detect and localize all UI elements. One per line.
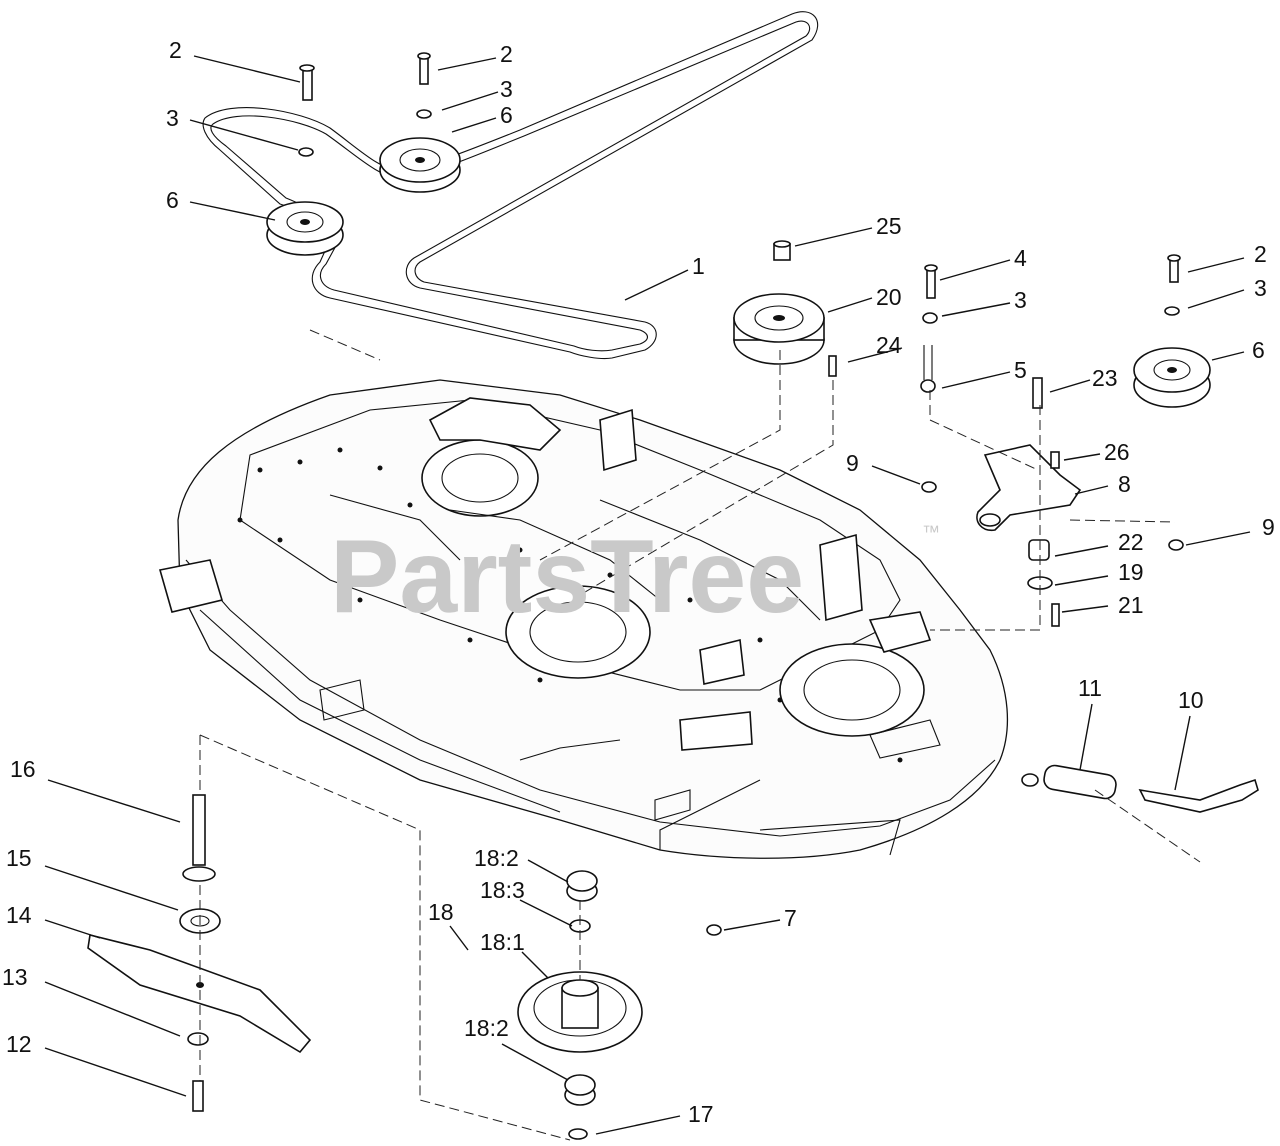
callout-12: 12 [6, 1031, 32, 1057]
idler-pulley-left [266, 201, 344, 256]
assembly-lines [199, 329, 1201, 1141]
callout-3: 3 [500, 76, 513, 102]
callout-6: 6 [500, 102, 513, 128]
callout-3: 3 [1254, 275, 1267, 301]
callout-14: 14 [6, 902, 32, 928]
nut-9b [1168, 539, 1184, 551]
washer-3d [1164, 306, 1180, 316]
callout-labels: 2 2 3 3 6 6 25 1 20 24 4 3 2 3 6 5 23 26… [2, 37, 1275, 1127]
callout-22: 22 [1118, 529, 1144, 555]
callout-2: 2 [500, 41, 513, 67]
pin-21 [1051, 603, 1060, 627]
callout-9: 9 [1262, 514, 1275, 540]
washer-3c [922, 312, 938, 324]
callout-24: 24 [876, 332, 902, 358]
callout-15: 15 [6, 845, 32, 871]
watermark: PartsTree ™ [330, 519, 940, 635]
callout-8: 8 [1118, 471, 1131, 497]
callout-10: 10 [1178, 687, 1204, 713]
callout-1: 1 [692, 253, 705, 279]
callout-26: 26 [1104, 439, 1130, 465]
callout-21: 21 [1118, 592, 1144, 618]
spring-11 [1021, 764, 1117, 800]
callout-3: 3 [166, 105, 179, 131]
mower-deck-housing [158, 379, 1008, 859]
callout-20: 20 [876, 284, 902, 310]
callout-17: 17 [688, 1101, 714, 1127]
pivot-bolt-26 [1050, 451, 1060, 469]
callout-18-2: 18:2 [474, 845, 519, 871]
callout-3: 3 [1014, 287, 1027, 313]
blade-14 [87, 934, 312, 1054]
callout-6: 6 [1252, 337, 1265, 363]
washer-3b [416, 109, 432, 119]
bolt-24 [828, 355, 837, 377]
callout-6: 6 [166, 187, 179, 213]
callout-25: 25 [876, 213, 902, 239]
bolt-2a [299, 64, 315, 101]
callout-18-2: 18:2 [464, 1015, 509, 1041]
callout-2: 2 [1254, 241, 1267, 267]
idler-arm-8 [976, 444, 1082, 532]
callout-23: 23 [1092, 365, 1118, 391]
washer-17 [568, 1128, 588, 1140]
callout-2: 2 [169, 37, 182, 63]
bolt-2c [1167, 254, 1181, 283]
callout-4: 4 [1014, 245, 1027, 271]
callout-13: 13 [2, 964, 28, 990]
blade-bolt-12 [192, 1080, 204, 1112]
spring-5 [920, 345, 936, 393]
callout-9: 9 [846, 450, 859, 476]
blade-bolt-16 [182, 794, 216, 882]
spindle-housing-18-1 [517, 971, 643, 1053]
bushing-22 [1028, 539, 1050, 561]
nut-7 [706, 924, 722, 936]
idler-pulley-upper [379, 137, 461, 193]
callout-18: 18 [428, 899, 454, 925]
callout-16: 16 [10, 756, 36, 782]
tension-rod-10 [1138, 778, 1259, 813]
callout-18-1: 18:1 [480, 929, 525, 955]
bolt-4 [924, 264, 938, 299]
watermark-text: PartsTree [330, 519, 804, 635]
callout-5: 5 [1014, 357, 1027, 383]
idler-pulley-right [1133, 347, 1211, 408]
washer-13 [187, 1032, 209, 1046]
washer-3a [298, 147, 314, 157]
nut-9a [921, 481, 937, 493]
leader-lines [44, 55, 1251, 1135]
bolt-23 [1032, 377, 1043, 409]
watermark-trademark: ™ [922, 522, 940, 542]
bearing-18-2-lower [564, 1074, 596, 1106]
callout-11: 11 [1078, 675, 1102, 701]
bolt-2b [417, 52, 431, 85]
nut-25 [773, 240, 791, 261]
spindle-pulley [733, 293, 825, 365]
callout-19: 19 [1118, 559, 1144, 585]
callout-7: 7 [784, 905, 797, 931]
bearing-18-2-upper [566, 870, 598, 902]
callout-18-3: 18:3 [480, 877, 525, 903]
